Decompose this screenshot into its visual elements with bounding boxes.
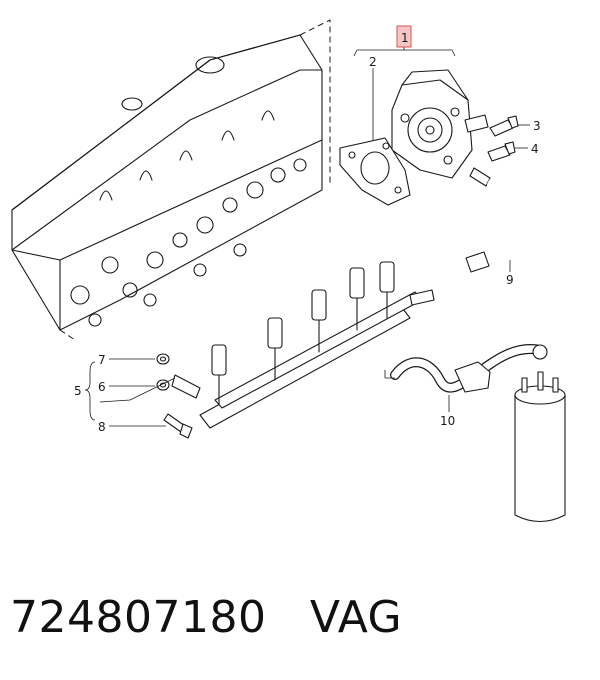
callout-7: 7: [98, 353, 106, 367]
parts-diagram: 1 2 3 4 5 6 7 8 9 10: [11, 19, 566, 523]
brand-name: VAG: [309, 592, 403, 643]
callout-8: 8: [98, 420, 106, 434]
callout-6: 6: [98, 380, 106, 394]
bolt-3: [489, 115, 519, 137]
part-caption: 724807180 VAG: [10, 592, 402, 643]
vacuum-hose-10: [390, 344, 548, 393]
washer-7: [156, 353, 170, 365]
callout-2: 2: [369, 55, 377, 69]
vacuum-reservoir: [514, 371, 566, 523]
callout-9: 9: [506, 273, 514, 287]
vacuum-hose-9: [465, 179, 529, 273]
pump-gasket: [339, 137, 411, 206]
bolt-8: [163, 413, 193, 439]
callout-10: 10: [440, 414, 455, 428]
callout-3: 3: [533, 119, 541, 133]
bolt-4: [487, 141, 516, 162]
injector-rail: [171, 261, 435, 429]
callout-4: 4: [531, 142, 539, 156]
part-number: 724807180: [10, 592, 267, 643]
callout-5: 5: [74, 384, 82, 398]
vacuum-pump: [391, 69, 491, 187]
engine-cylinder-head: [11, 19, 331, 341]
leader-lines: [84, 45, 530, 427]
callout-1: 1: [401, 31, 409, 45]
part-1-highlight-box: [396, 25, 412, 48]
